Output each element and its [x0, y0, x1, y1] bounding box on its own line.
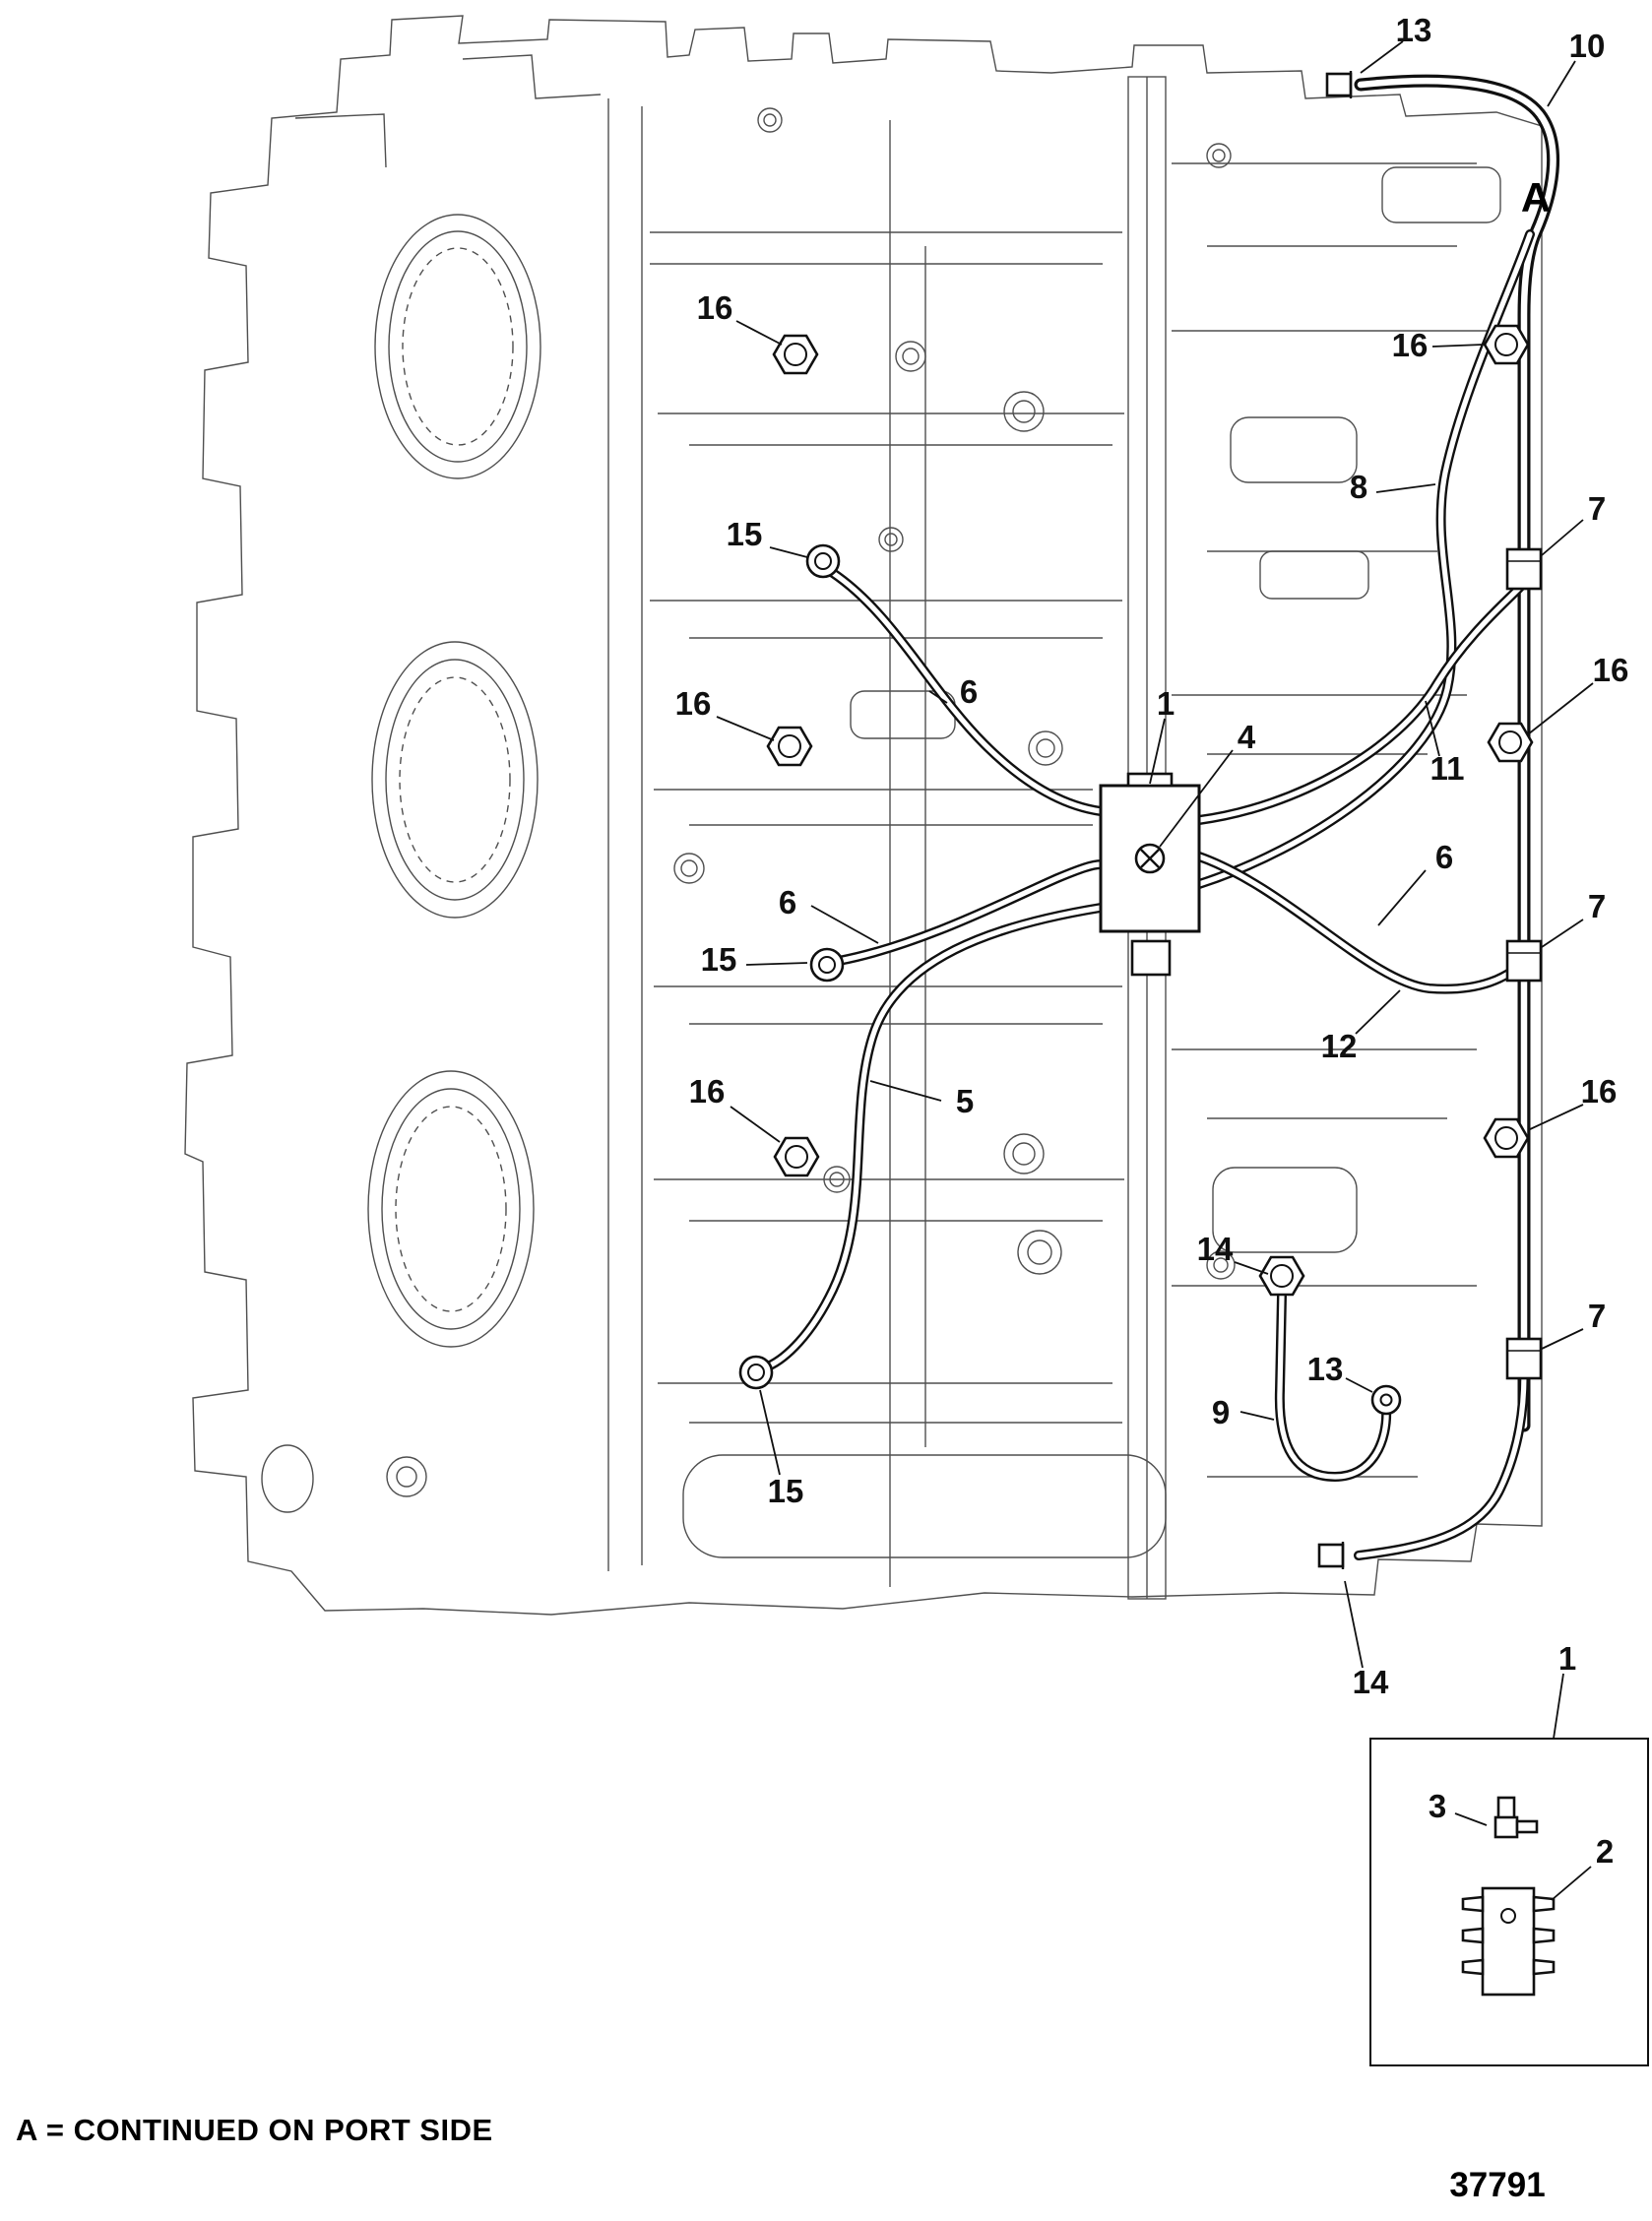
hose-6-mid — [834, 859, 1106, 966]
hose-assembly — [763, 74, 1560, 1560]
manifold-lower-fitting — [1130, 939, 1172, 977]
callout-14-upper: 14 — [1197, 1231, 1234, 1267]
callout-16-upper-right: 16 — [1392, 327, 1429, 363]
hose-8 — [1194, 229, 1535, 889]
rail-fitting — [1505, 547, 1543, 591]
manifold-block — [1099, 772, 1201, 977]
callout-14-bottom: 14 — [1353, 1664, 1389, 1700]
hex-nut — [1483, 324, 1530, 365]
callout-16-right-mid: 16 — [1593, 652, 1629, 688]
figure-number: 37791 — [1449, 2166, 1546, 2204]
callout-16-upper-left: 16 — [697, 289, 733, 326]
check-valve — [805, 543, 841, 579]
callout-15-upper: 15 — [727, 516, 763, 552]
elbow-fitting — [1493, 1796, 1539, 1839]
banjo-bolt-top — [1325, 71, 1353, 98]
inset-detail-box — [1369, 1738, 1649, 2066]
hose-11 — [1194, 578, 1529, 825]
continuation-marker-a: A — [1521, 174, 1551, 221]
hex-nut — [766, 726, 813, 767]
phillips-screw — [1134, 843, 1166, 874]
callout-5: 5 — [956, 1083, 974, 1119]
hose-10-and-rail — [1354, 74, 1560, 1432]
banjo-fitting-lower — [1370, 1384, 1402, 1416]
hose-6-upper — [828, 568, 1106, 816]
callout-4: 4 — [1238, 719, 1256, 755]
bolt-bosses — [386, 107, 1236, 1497]
check-valve — [738, 1355, 774, 1390]
callouts: 13 10 16 16 8 7 15 16 6 1 4 16 11 6 6 7 … — [675, 12, 1629, 1870]
hose-9 — [1274, 1291, 1392, 1483]
callout-6-upper: 6 — [960, 673, 978, 710]
callout-15-bottom: 15 — [768, 1473, 804, 1509]
callout-3: 3 — [1429, 1788, 1446, 1824]
continuation-note: A = CONTINUED ON PORT SIDE — [16, 2113, 493, 2147]
callout-16-left-lower: 16 — [689, 1073, 726, 1110]
callout-16-left-mid: 16 — [675, 685, 712, 722]
hex-nut — [1483, 1117, 1530, 1159]
distribution-manifold — [1461, 1886, 1556, 1997]
callout-7-lower: 7 — [1588, 1298, 1606, 1334]
callout-7-mid: 7 — [1588, 888, 1606, 924]
rail-fitting — [1505, 1337, 1543, 1380]
callout-8: 8 — [1350, 469, 1367, 505]
hex-nut — [772, 334, 819, 375]
hex-nut-hose-9 — [1258, 1255, 1305, 1297]
callout-12: 12 — [1321, 1028, 1358, 1064]
hex-nut — [1487, 722, 1534, 763]
callout-2: 2 — [1596, 1833, 1614, 1870]
callout-13-top: 13 — [1396, 12, 1432, 48]
callout-7-upper: 7 — [1588, 490, 1606, 527]
callout-6-right: 6 — [1435, 839, 1453, 875]
callout-6-left: 6 — [779, 884, 796, 920]
cylinder-bores — [367, 214, 541, 1348]
callout-1-manifold: 1 — [1157, 685, 1175, 722]
fittings — [738, 71, 1543, 1569]
hex-nut — [773, 1136, 820, 1177]
callout-11: 11 — [1430, 750, 1465, 787]
leader-lines — [716, 40, 1594, 1901]
check-valve — [809, 947, 845, 983]
callout-1-inset: 1 — [1558, 1640, 1576, 1677]
engine-block-linework — [184, 15, 1543, 1616]
hose-12 — [1194, 852, 1527, 994]
callout-15-mid: 15 — [701, 941, 737, 978]
hose-bottom-right — [1354, 1367, 1529, 1560]
hose-5 — [763, 903, 1106, 1371]
banjo-bolt-bottom — [1317, 1542, 1345, 1569]
callout-10: 10 — [1569, 28, 1606, 64]
rail-fitting — [1505, 939, 1543, 983]
callout-13-lower: 13 — [1307, 1351, 1344, 1387]
callout-16-right-lower: 16 — [1581, 1073, 1618, 1110]
callout-9: 9 — [1212, 1394, 1230, 1430]
